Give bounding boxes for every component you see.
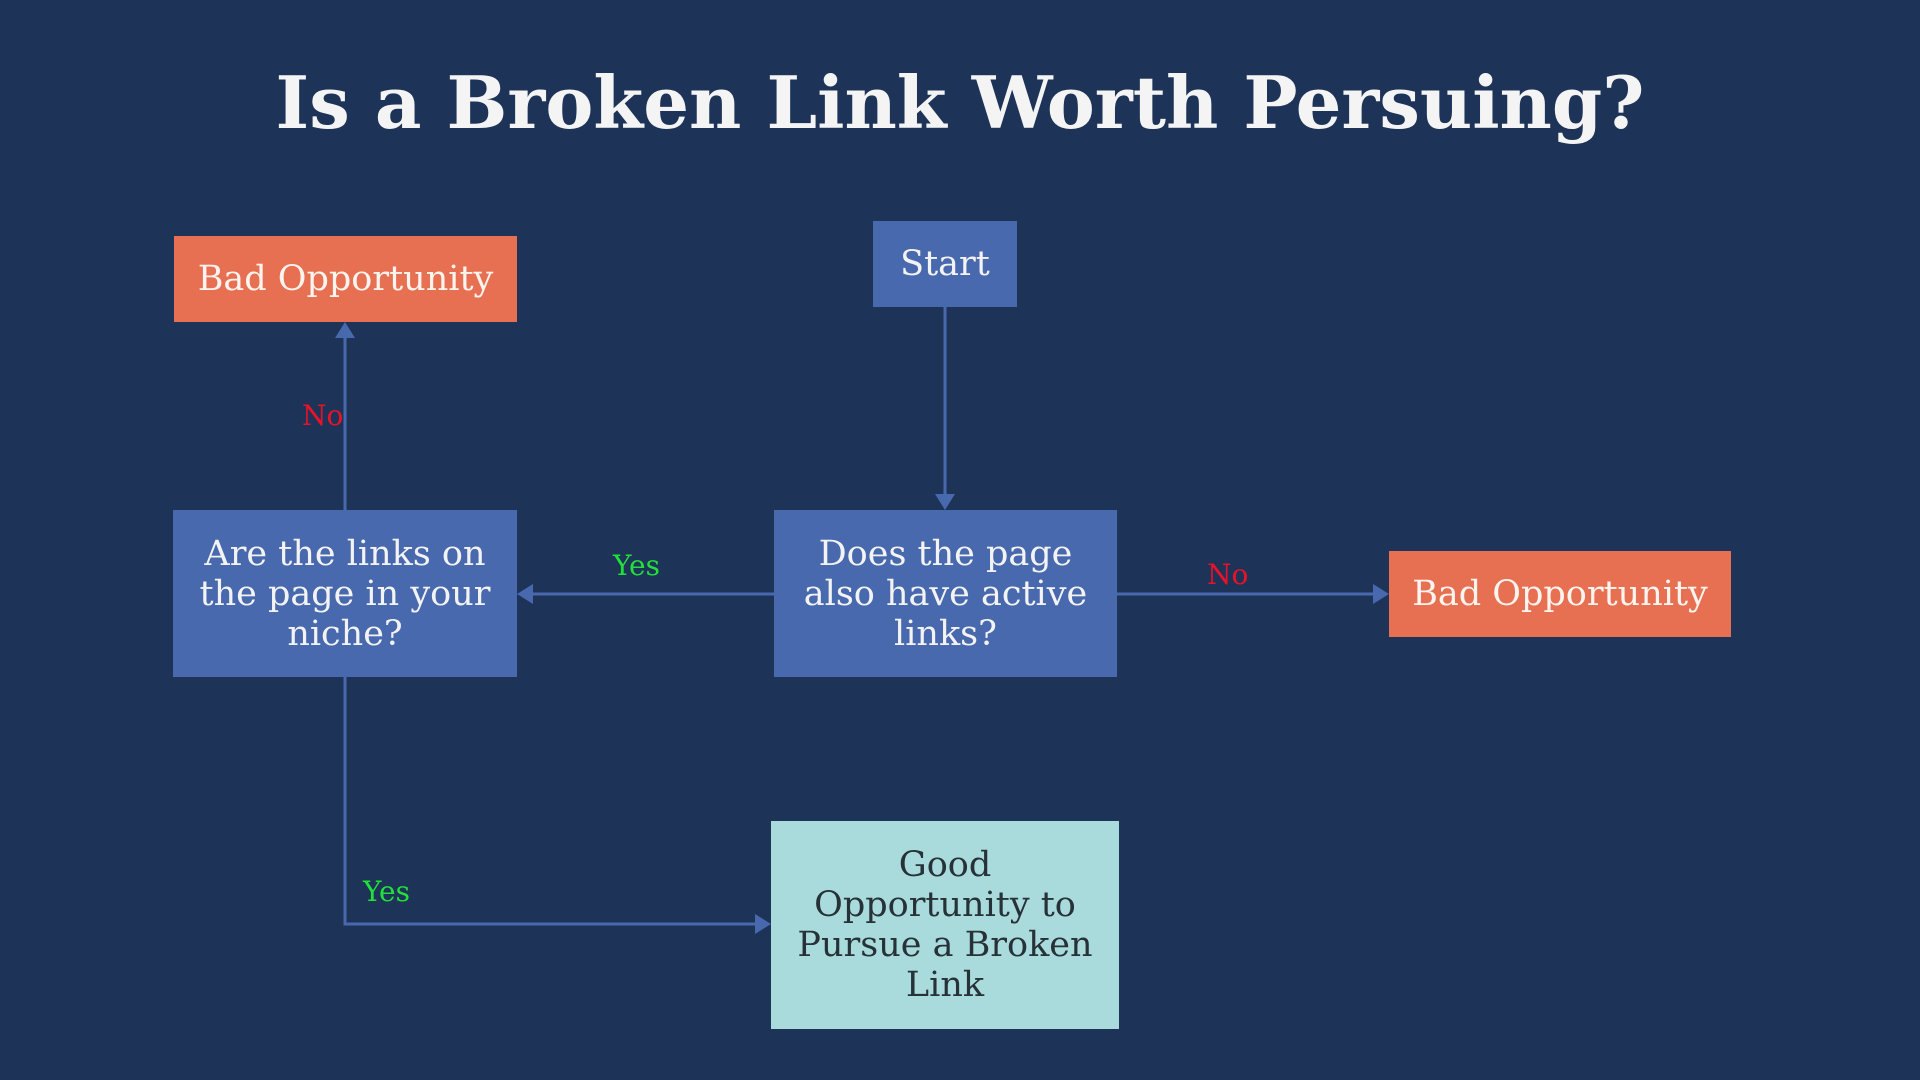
niche-decision-node: Are the links on the page in your niche? [173, 510, 517, 677]
good-opportunity-node: Good Opportunity to Pursue a Broken Link [771, 821, 1119, 1029]
start-node-label: Start [900, 244, 990, 284]
arrowhead-up-bad-left [335, 322, 355, 338]
arrowhead-left-niche [517, 584, 533, 604]
bad-opportunity-node-left: Bad Opportunity [174, 236, 517, 322]
arrowhead-down-active [935, 494, 955, 510]
start-node: Start [873, 221, 1017, 307]
edge-label-yes-active: Yes [613, 549, 660, 582]
arrowhead-right-good [755, 914, 771, 934]
edge-label-no-active: No [1207, 558, 1249, 591]
edge-label-yes-niche: Yes [363, 875, 410, 908]
arrowhead-right-bad [1373, 584, 1389, 604]
good-line-1: Good [898, 845, 992, 885]
edge-niche-to-good [343, 677, 755, 926]
good-line-2: Opportunity to [814, 885, 1076, 925]
active-line-3: links? [894, 613, 997, 654]
niche-line-3: niche? [287, 613, 403, 654]
bad-opportunity-node-right: Bad Opportunity [1389, 551, 1731, 637]
niche-line-1: Are the links on [204, 533, 486, 574]
edge-label-no-niche: No [302, 399, 344, 432]
active-line-2: also have active [803, 573, 1088, 614]
good-line-3: Pursue a Broken [797, 925, 1093, 965]
bad-opportunity-left-label: Bad Opportunity [197, 259, 494, 299]
active-line-1: Does the page [818, 533, 1073, 574]
niche-line-2: the page in your [199, 573, 491, 614]
bad-opportunity-right-label: Bad Opportunity [1412, 574, 1708, 614]
active-links-decision-node: Does the page also have active links? [774, 510, 1117, 677]
page-title: Is a Broken Link Worth Persuing? [275, 60, 1645, 145]
good-line-4: Link [905, 965, 985, 1005]
